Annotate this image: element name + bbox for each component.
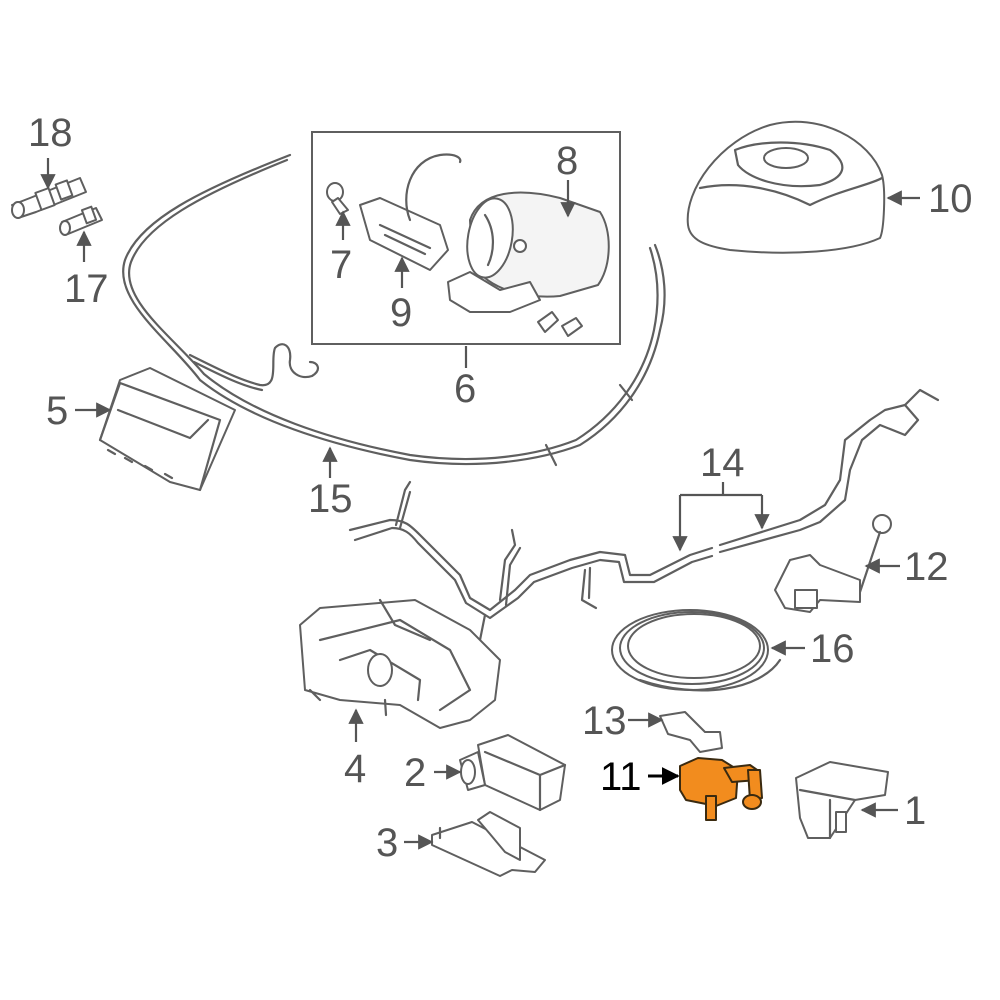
part-7-screw: [326, 182, 349, 215]
part-8-compressor: [466, 191, 610, 298]
callout-labels: 18 17 5 6 7 8 9 10 15 14 12 16 4 2 3 13 …: [28, 111, 973, 865]
callout-3: 3: [376, 821, 398, 865]
part-16-coiled-line: [611, 609, 782, 692]
callout-11: 11: [600, 755, 642, 799]
part-9-valve-block: [359, 153, 462, 271]
callout-4: 4: [344, 747, 366, 791]
callout-14: 14: [700, 441, 745, 485]
callout-6: 6: [454, 367, 476, 411]
part-11-height-sensor: [679, 757, 763, 821]
part-2-sensor: [459, 734, 567, 812]
callout-9: 9: [390, 291, 412, 335]
part-13-bracket: [659, 711, 723, 753]
part-6-compressor-assembly: [311, 131, 621, 345]
callout-8: 8: [556, 139, 578, 183]
callout-16: 16: [810, 627, 855, 671]
part-18-fitting: [11, 177, 87, 219]
callout-13: 13: [582, 699, 627, 743]
callout-1: 1: [904, 789, 926, 833]
part-4-valve-assembly: [299, 598, 501, 729]
part-12-level-sensor: [774, 514, 892, 613]
part-17-fitting: [59, 205, 103, 236]
callout-leaders: [40, 158, 920, 850]
callout-7: 7: [330, 243, 352, 287]
callout-17: 17: [64, 267, 109, 311]
callout-15: 15: [308, 477, 353, 521]
callout-5: 5: [46, 389, 68, 433]
part-14-air-lines: [348, 388, 940, 642]
part-1-sensor-bracket: [795, 761, 889, 840]
callout-2: 2: [404, 751, 426, 795]
part-5-control-module: [98, 367, 236, 492]
part-15-air-line: [122, 153, 666, 467]
callout-18: 18: [28, 111, 73, 155]
callout-10: 10: [928, 177, 973, 221]
callout-12: 12: [904, 545, 949, 589]
part-3-bracket: [431, 811, 546, 877]
part-10-cover: [686, 120, 886, 254]
